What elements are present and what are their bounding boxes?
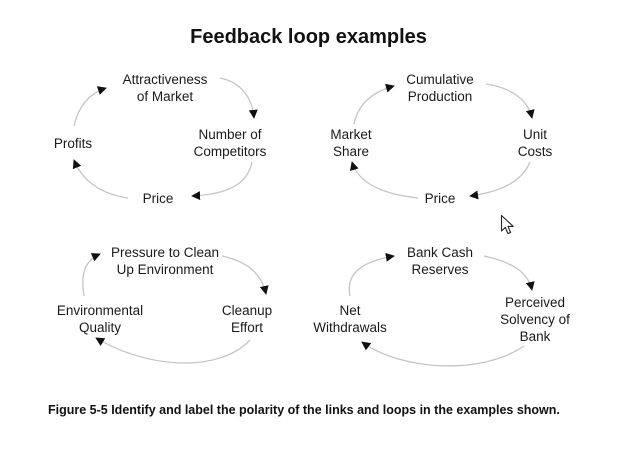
link-competitors-to-price: [191, 161, 253, 201]
node-profits: Profits: [53, 136, 93, 151]
link-share-to-production: [353, 83, 395, 125]
link-production-to-costs: [485, 83, 535, 119]
figure-caption: Figure 5-5 Identify and label the polari…: [48, 403, 560, 417]
loop-environment: [82, 253, 269, 364]
link-price-to-profits: [72, 159, 129, 199]
node-price-production: Price: [424, 191, 456, 206]
link-quality-to-pressure: [82, 253, 101, 297]
loop-bank: [348, 252, 535, 367]
link-profits-to-attractiveness: [73, 86, 107, 127]
mouse-pointer-icon: [500, 214, 516, 241]
link-cleanup-to-quality: [95, 337, 251, 364]
link-reserves-to-solvency: [483, 255, 535, 291]
link-solvency-to-withdrawals: [361, 341, 525, 367]
loop-production: [350, 83, 535, 200]
link-price-to-share: [350, 161, 419, 199]
loop-market: [72, 77, 258, 201]
node-price-market: Price: [142, 191, 174, 206]
link-attractiveness-to-competitors: [219, 77, 258, 119]
link-withdrawals-to-reserves: [348, 252, 395, 297]
link-costs-to-price: [469, 161, 531, 200]
link-pressure-to-cleanup: [221, 255, 269, 295]
page-title: Feedback loop examples: [190, 26, 427, 48]
